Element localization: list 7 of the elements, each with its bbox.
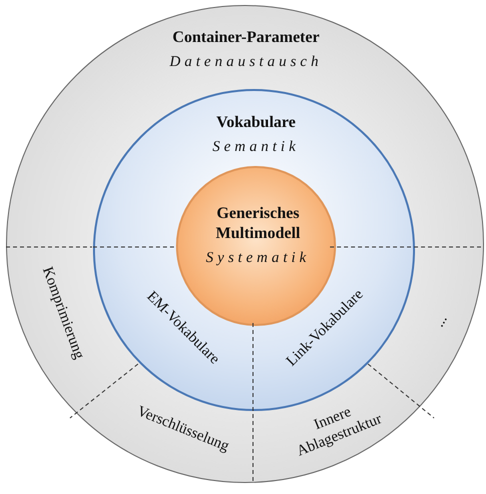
ring-heading: Vokabulare	[216, 113, 296, 133]
ring-heading: Container-Parameter	[172, 28, 320, 48]
ring-heading: Generisches Multimodell	[214, 204, 302, 244]
ring-subtitle: Semantik	[212, 139, 300, 156]
ring-subtitle: Systematik	[206, 250, 310, 267]
sector-label: ...	[421, 298, 461, 344]
ring-subtitle: Datenaustausch	[170, 54, 322, 71]
